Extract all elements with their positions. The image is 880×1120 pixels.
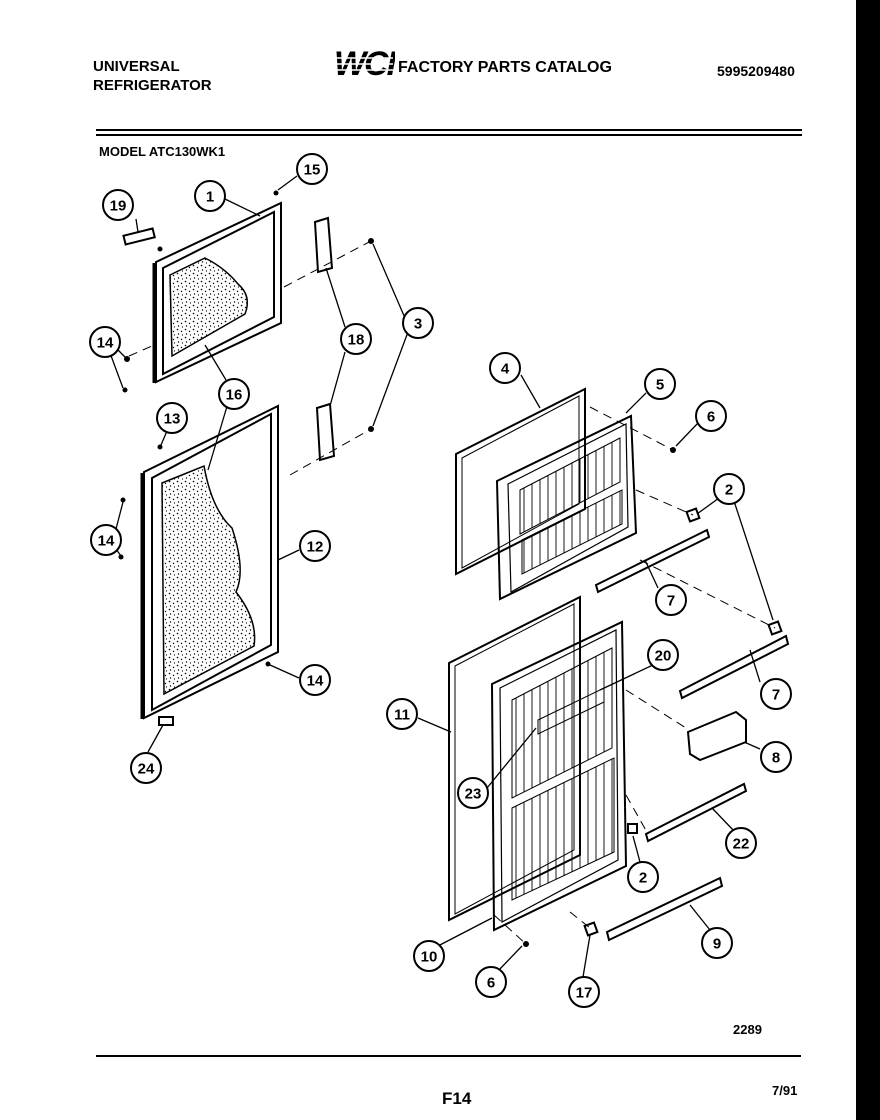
catalog-date: 7/91 <box>772 1083 798 1098</box>
callout-2-top: 2 <box>713 473 745 505</box>
callout-1: 1 <box>194 180 226 212</box>
freezer-door <box>152 201 282 384</box>
callout-24-label: 24 <box>138 761 155 778</box>
callout-14-mid: 14 <box>90 524 122 556</box>
page-number: F14 <box>442 1089 472 1108</box>
bottom-shelf-rail <box>605 876 724 942</box>
callout-23: 23 <box>457 777 489 809</box>
logo-text: WCI <box>334 46 395 80</box>
callout-11: 11 <box>386 698 418 730</box>
brand-name: UNIVERSAL REFRIGERATOR <box>93 57 212 95</box>
callout-3-label: 3 <box>414 316 422 333</box>
brand-line-1: UNIVERSAL <box>93 58 180 75</box>
callout-11-label: 11 <box>394 707 410 724</box>
callout-23-label: 23 <box>465 786 482 803</box>
assembly-lines <box>128 240 776 945</box>
callout-markers: 19 1 15 3 18 14 16 13 14 12 14 24 4 5 6 … <box>89 153 792 1008</box>
callout-12: 12 <box>299 530 331 562</box>
callout-17: 17 <box>568 976 600 1008</box>
lower-hinge-bracket <box>315 402 336 462</box>
callout-12-label: 12 <box>307 539 324 556</box>
callout-leaders <box>109 175 774 978</box>
door-stop <box>583 921 599 937</box>
callout-6-low: 6 <box>475 966 507 998</box>
callout-5: 5 <box>644 368 676 400</box>
page-edge-border <box>856 0 880 1120</box>
callout-2-low-label: 2 <box>639 870 647 887</box>
callout-7-upper-label: 7 <box>667 593 675 610</box>
fresh-food-shelf-rail <box>678 634 790 700</box>
header-rule-bottom <box>96 134 802 136</box>
callout-1-label: 1 <box>206 189 214 206</box>
callout-2-top-label: 2 <box>725 482 733 499</box>
door-bin <box>686 710 747 762</box>
callout-16: 16 <box>218 378 250 410</box>
callout-6-low-label: 6 <box>487 975 495 992</box>
part-outlines <box>122 201 790 942</box>
callout-18-label: 18 <box>348 332 365 349</box>
freezer-door-liner <box>495 414 638 601</box>
catalog-part-number: 5995209480 <box>717 63 795 79</box>
dairy-rail <box>644 782 748 843</box>
callout-10: 10 <box>413 940 445 972</box>
diagram-number: 2289 <box>733 1022 762 1037</box>
callout-8: 8 <box>760 741 792 773</box>
callout-9: 9 <box>701 927 733 959</box>
callout-14-mid-label: 14 <box>98 533 115 550</box>
callout-6-top-label: 6 <box>707 409 715 426</box>
fresh-food-door-liner <box>490 620 628 932</box>
handle-cap <box>122 227 156 246</box>
callout-2-low: 2 <box>627 861 659 893</box>
upper-hinge-bracket <box>313 216 334 274</box>
shelf-stud-mid <box>767 620 783 636</box>
callout-15: 15 <box>296 153 328 185</box>
callout-13: 13 <box>156 402 188 434</box>
callout-13-label: 13 <box>164 411 181 428</box>
model-label: MODEL ATC130WK1 <box>99 144 226 159</box>
callout-20-label: 20 <box>655 648 672 665</box>
header-rule-top <box>96 129 802 131</box>
callout-4-label: 4 <box>501 361 510 378</box>
footer-rule <box>96 1055 801 1057</box>
callout-10-label: 10 <box>421 949 438 966</box>
callout-14-top-label: 14 <box>97 335 114 352</box>
callout-6-top: 6 <box>695 400 727 432</box>
callout-22-label: 22 <box>733 836 750 853</box>
callout-24: 24 <box>130 752 162 784</box>
callout-14-low-label: 14 <box>307 673 324 690</box>
callout-9-label: 9 <box>713 936 721 953</box>
callout-17-label: 17 <box>576 985 593 1002</box>
callout-4: 4 <box>489 352 521 384</box>
catalog-title: FACTORY PARTS CATALOG <box>398 59 612 76</box>
fresh-food-door <box>140 404 279 720</box>
callout-19: 19 <box>102 189 134 221</box>
callout-5-label: 5 <box>656 377 664 394</box>
wci-logo: WCI <box>334 46 395 80</box>
callout-7-lower-label: 7 <box>772 687 780 704</box>
callout-8-label: 8 <box>772 750 780 767</box>
callout-3: 3 <box>402 307 434 339</box>
callout-14-low: 14 <box>299 664 331 696</box>
callout-18: 18 <box>340 323 372 355</box>
freezer-shelf-rail <box>594 528 711 594</box>
callout-16-label: 16 <box>226 387 243 404</box>
shelf-stud-lower <box>627 823 638 834</box>
bottom-hinge <box>158 716 174 726</box>
callout-15-label: 15 <box>304 162 321 179</box>
callout-7-lower: 7 <box>760 678 792 710</box>
callout-7-upper: 7 <box>655 584 687 616</box>
callout-19-label: 19 <box>110 198 127 215</box>
callout-14-top: 14 <box>89 326 121 358</box>
callout-22: 22 <box>725 827 757 859</box>
callout-20: 20 <box>647 639 679 671</box>
brand-line-2: REFRIGERATOR <box>93 77 212 94</box>
